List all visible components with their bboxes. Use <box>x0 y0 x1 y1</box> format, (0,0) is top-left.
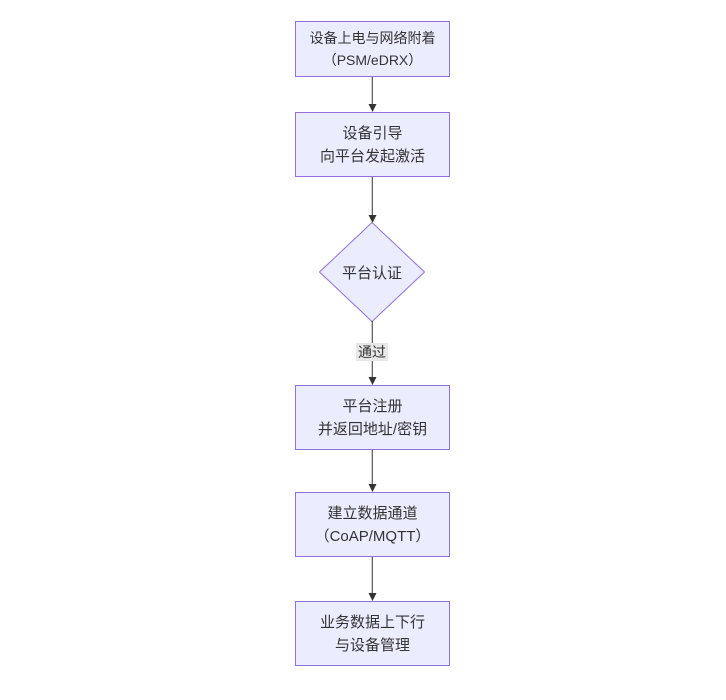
node-text-line: 平台注册 <box>342 397 403 415</box>
arrowhead-icon <box>368 484 376 492</box>
flow-node-data-channel: 建立数据通道 （CoAP/MQTT） <box>295 492 450 557</box>
node-text-line: 平台认证 <box>341 264 402 282</box>
node-text-line: 并返回地址/密钥 <box>317 420 428 438</box>
edge-bootstrap-to-auth <box>368 177 377 223</box>
arrowhead-icon <box>368 215 376 223</box>
node-text-line: 设备引导 <box>342 124 403 142</box>
edge-channel-to-business <box>368 557 377 601</box>
edge-line <box>371 450 373 486</box>
arrowhead-icon <box>368 377 376 385</box>
edge-line <box>371 557 373 595</box>
edge-label-pass: 通过 <box>356 343 388 361</box>
node-text-line: 业务数据上下行 <box>319 613 425 631</box>
flow-node-register: 平台注册 并返回地址/密钥 <box>295 385 450 450</box>
node-text-line: （PSM/eDRX） <box>322 52 423 68</box>
node-text-line: 设备上电与网络附着 <box>309 30 436 46</box>
node-text-line: 向平台发起激活 <box>319 147 425 165</box>
edge-power-to-bootstrap <box>368 77 377 112</box>
edge-line <box>371 177 373 217</box>
flow-node-platform-auth: 平台认证 <box>319 222 425 322</box>
flow-node-business: 业务数据上下行 与设备管理 <box>295 601 450 666</box>
node-text-line: 建立数据通道 <box>327 504 418 522</box>
node-text-line: 与设备管理 <box>334 636 410 654</box>
arrowhead-icon <box>368 104 376 112</box>
edge-register-to-channel <box>368 450 377 492</box>
flow-node-power-attach: 设备上电与网络附着 （PSM/eDRX） <box>295 21 450 77</box>
flow-node-bootstrap: 设备引导 向平台发起激活 <box>295 112 450 177</box>
edge-line <box>371 77 373 106</box>
node-text-line: （CoAP/MQTT） <box>314 527 431 545</box>
arrowhead-icon <box>368 593 376 601</box>
